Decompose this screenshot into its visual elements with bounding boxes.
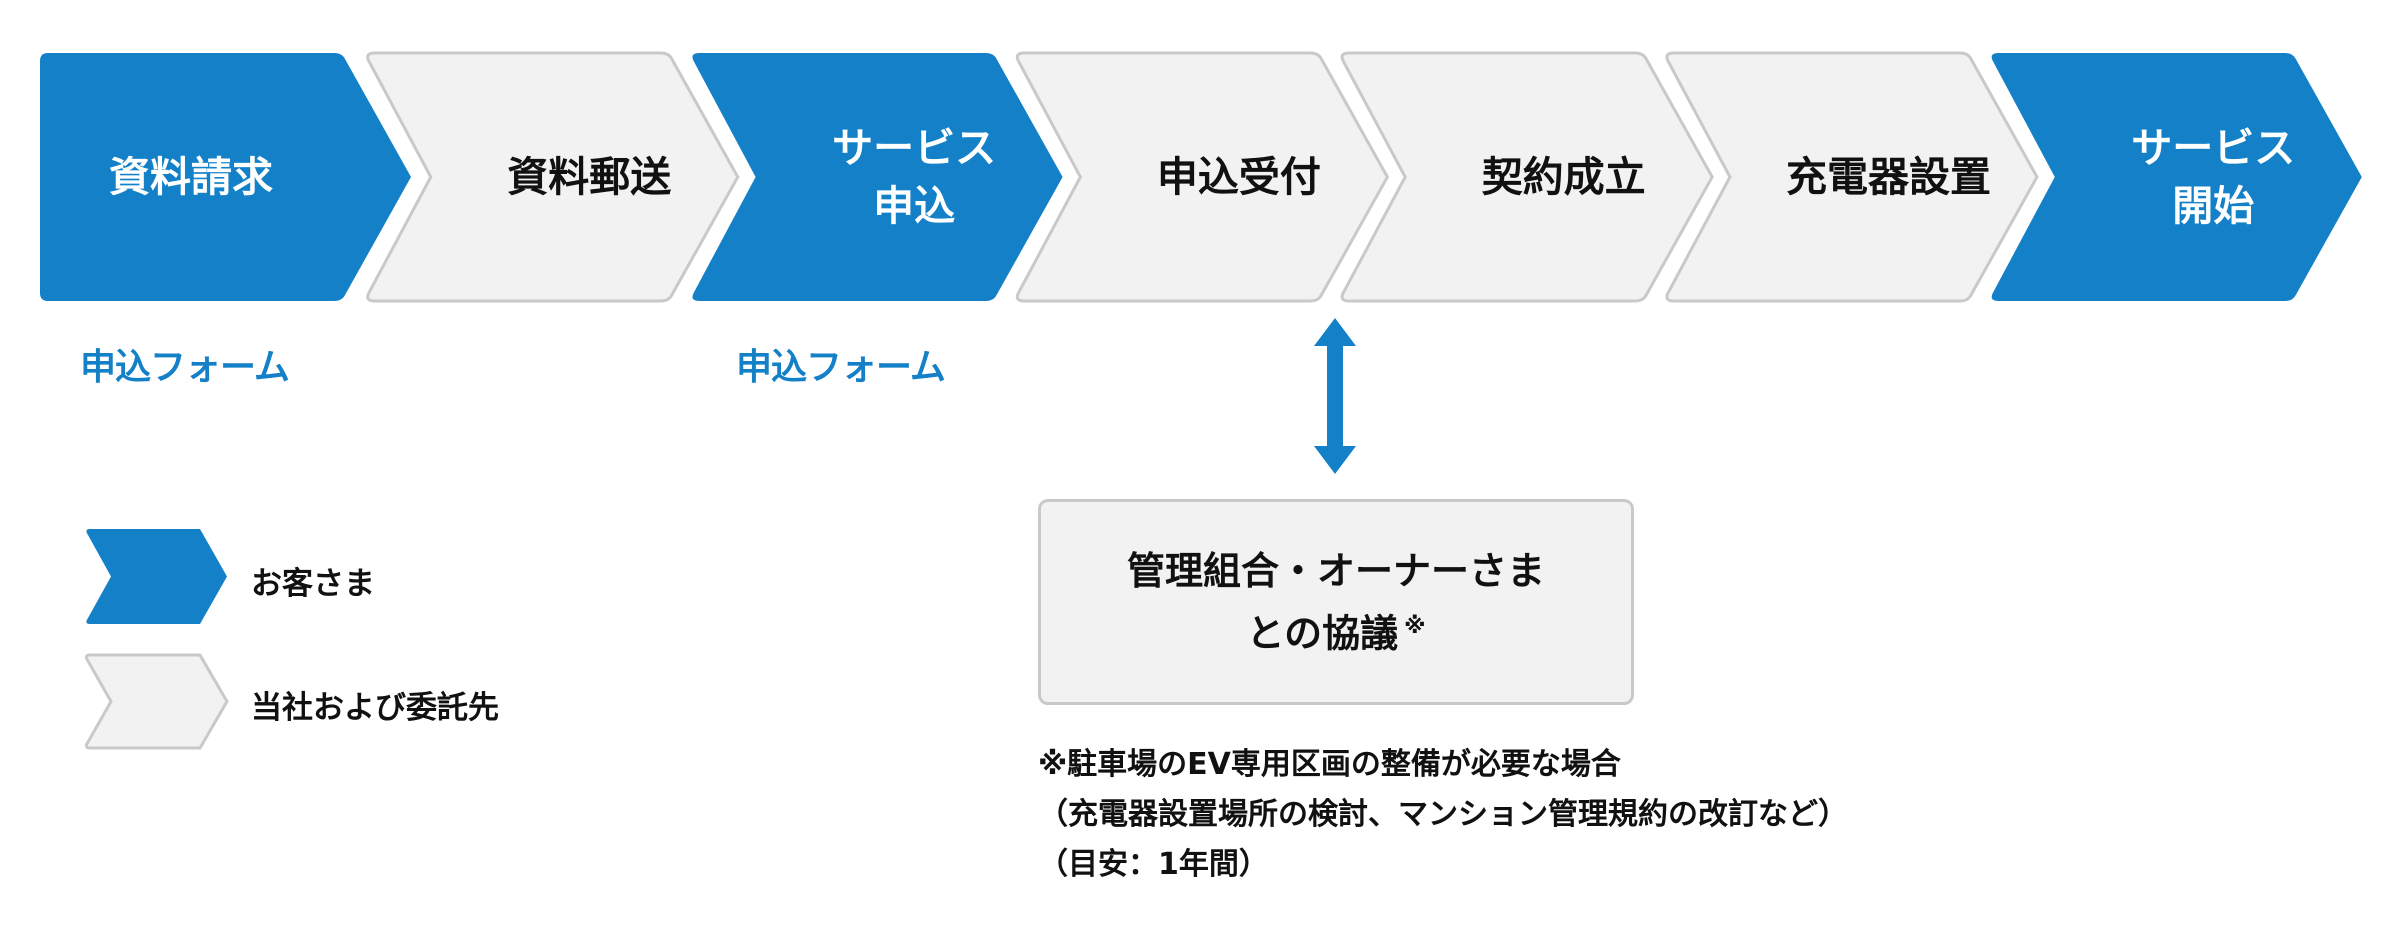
legend-company-chevron-icon (84, 653, 229, 750)
step-chevron-shape (1991, 53, 2362, 301)
step-label: 資料郵送 (507, 153, 671, 201)
steps-row: 資料請求資料郵送サービス申込申込受付契約成立充電器設置サービス開始 (40, 51, 2362, 303)
step-chevron-shape (1015, 51, 1390, 303)
step-2: 資料郵送 (366, 51, 740, 303)
consultation-box: 管理組合・オーナーさま との協議※ (1038, 499, 1634, 705)
step-4: 申込受付 (1015, 51, 1390, 303)
consultation-line-2-text: との協議 (1246, 611, 1399, 656)
step-chevron-shape (366, 51, 740, 303)
footnote-line-1: ※駐車場のEV専用区画の整備が必要な場合 (1038, 747, 1621, 782)
step-chevron-shape (692, 53, 1063, 301)
footnote-mark: ※ (1404, 613, 1426, 639)
application-form-label-1[interactable]: 申込フォーム (80, 347, 290, 388)
step-label: 申込 (873, 182, 955, 230)
step-5: 契約成立 (1340, 51, 1714, 303)
double-arrow-icon (1314, 318, 1356, 474)
step-label: 申込受付 (1157, 153, 1321, 201)
step-label: サービス (2131, 124, 2295, 172)
footnote-line-3: （目安：1年間） (1038, 847, 1269, 882)
step-label: 開始 (2172, 182, 2254, 230)
vertical-double-arrow-icon (1314, 318, 1356, 474)
step-label: 契約成立 (1482, 153, 1646, 201)
footnote: ※駐車場のEV専用区画の整備が必要な場合 （充電器設置場所の検討、マンション管理… (1038, 740, 1848, 890)
legend-company-label: 当社および委託先 (251, 690, 499, 726)
step-label: 資料請求 (109, 153, 273, 201)
step-1: 資料請求 (40, 53, 411, 301)
legend-customer-label: お客さま (251, 566, 375, 602)
step-chevron-shape (1340, 51, 1714, 303)
step-chevron-shape (1665, 51, 2039, 303)
legend-customer-chevron-icon (86, 529, 228, 624)
application-form-label-2[interactable]: 申込フォーム (736, 347, 946, 388)
legend-swatches (84, 529, 229, 750)
footnote-line-2: （充電器設置場所の検討、マンション管理規約の改訂など） (1038, 797, 1848, 832)
consultation-line-1: 管理組合・オーナーさま (1126, 548, 1545, 593)
step-chevron-shape (40, 53, 411, 301)
step-label: サービス (832, 124, 996, 172)
step-label: 充電器設置 (1786, 153, 1991, 201)
step-6: 充電器設置 (1665, 51, 2039, 303)
consultation-line-2: との協議※ (1246, 599, 1425, 662)
